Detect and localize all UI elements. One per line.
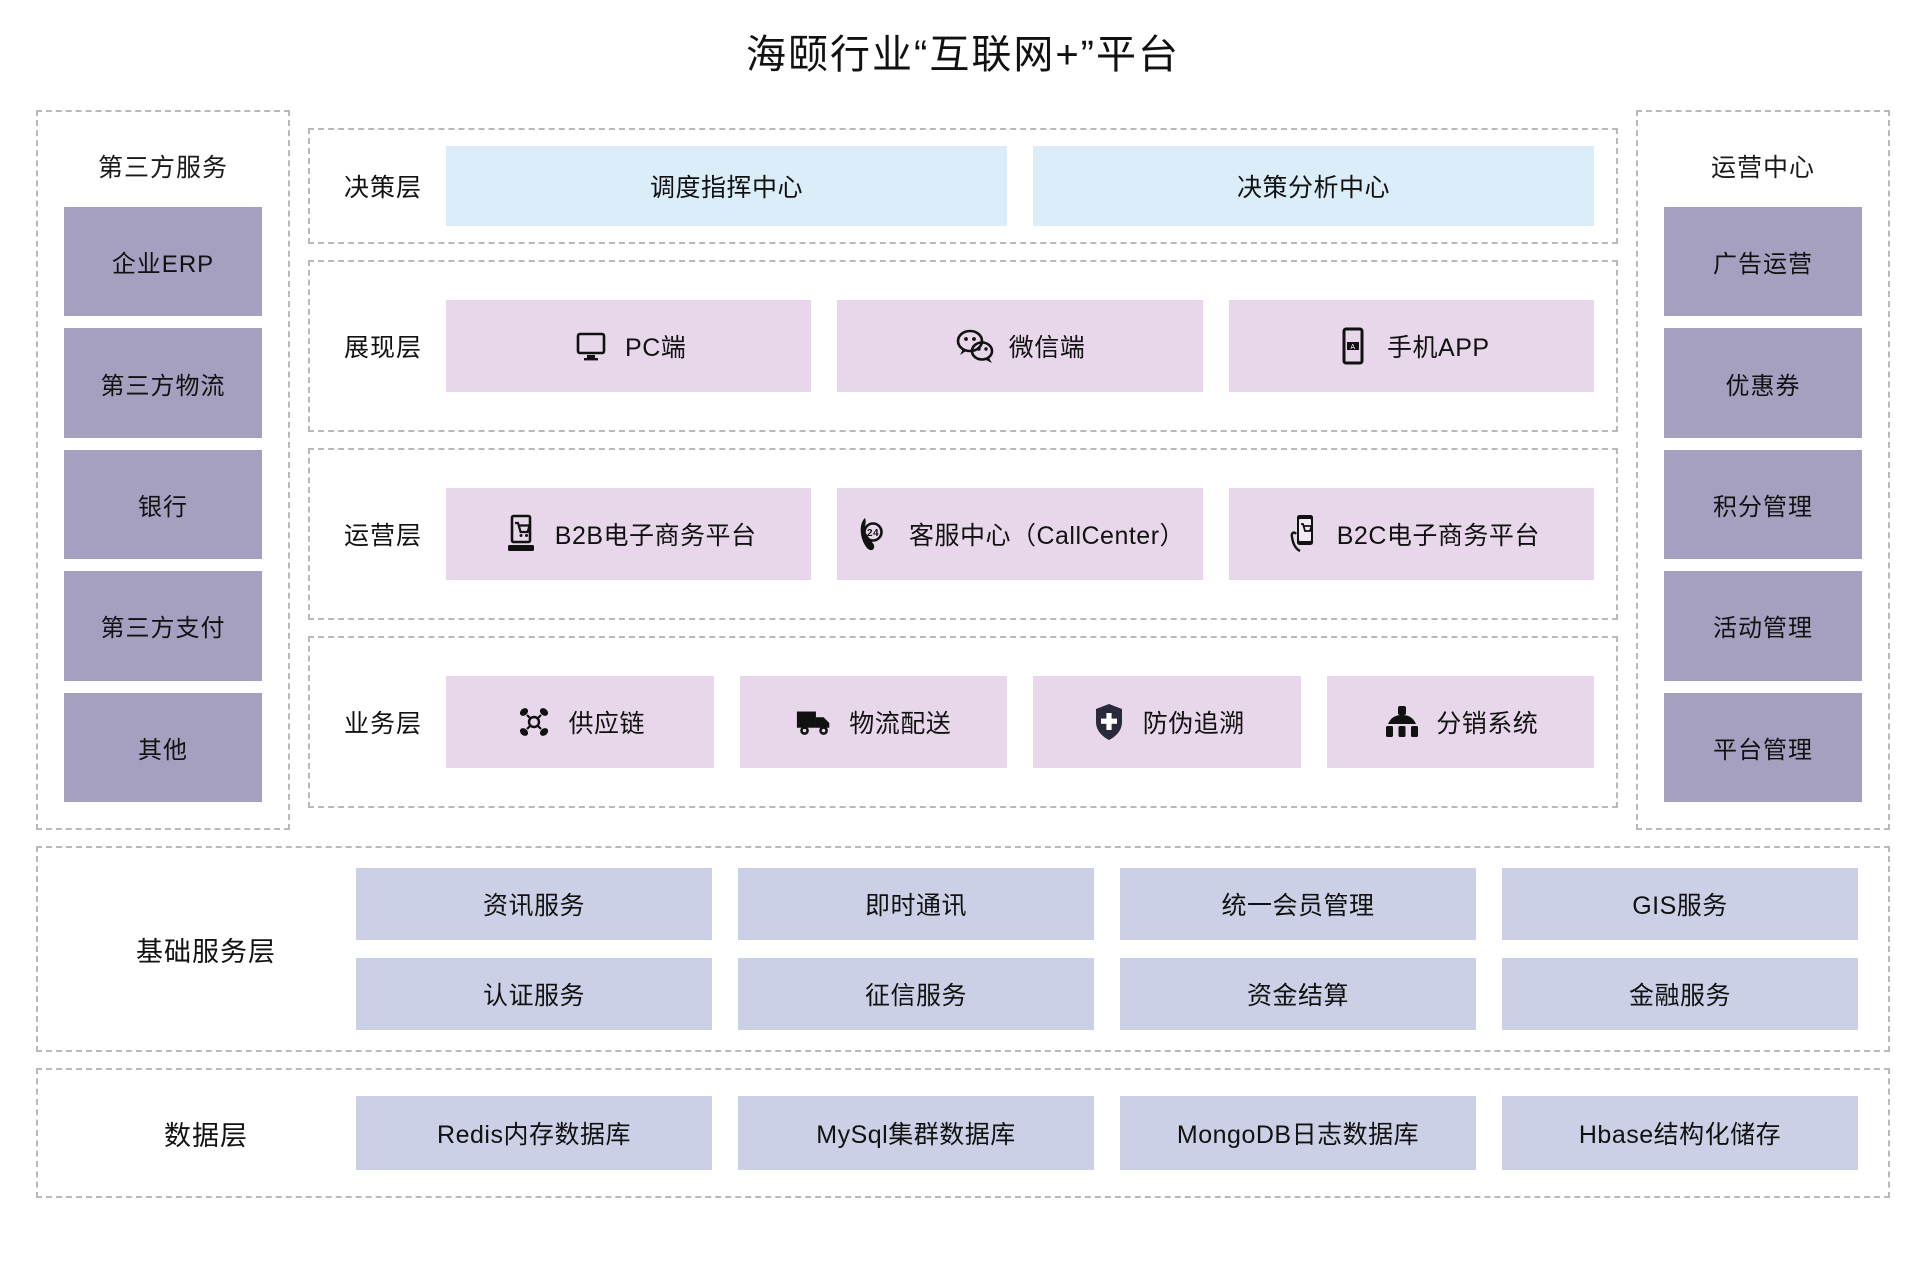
mobile-app-icon: A — [1333, 326, 1373, 366]
page-title: 海颐行业“互联网+”平台 — [746, 33, 1180, 77]
layer-data-label: 数据层 — [164, 1120, 248, 1151]
box-anti-counterfeit-trace[interactable]: 防伪追溯 — [1033, 676, 1301, 768]
third-party-item-logistics[interactable]: 第三方物流 — [64, 328, 262, 438]
operation-item-platform[interactable]: 平台管理 — [1664, 692, 1862, 803]
base-service-row-2: 认证服务 征信服务 资金结算 金融服务 — [356, 958, 1858, 1030]
box-pc-client[interactable]: PC端 — [446, 300, 812, 392]
top-region: 第三方服务 企业ERP 第三方物流 银行 第三方支付 其他 决策层 调度指挥中心 — [18, 110, 1908, 830]
box-label: 调度指挥中心 — [649, 174, 803, 202]
operation-item-campaign[interactable]: 活动管理 — [1664, 571, 1862, 681]
box-label: 分销系统 — [1436, 710, 1539, 738]
box-label: 决策分析中心 — [1236, 174, 1390, 202]
layer-data: 数据层 Redis内存数据库 MySql集群数据库 MongoDB日志数据库 H… — [36, 1068, 1890, 1198]
layer-operation-boxes: B2B电子商务平台 24 客服中心（CallCenter） — [446, 488, 1594, 580]
layer-decision: 决策层 调度指挥中心 决策分析中心 — [308, 128, 1618, 244]
operation-item-coupon[interactable]: 优惠券 — [1664, 328, 1862, 438]
third-party-item-erp[interactable]: 企业ERP — [64, 207, 262, 317]
supply-chain-icon — [514, 702, 554, 742]
box-logistics-delivery[interactable]: 物流配送 — [739, 676, 1007, 768]
layer-presentation-boxes: PC端 — [446, 300, 1594, 392]
base-service-grid: 资讯服务 即时通讯 统一会员管理 GIS服务 认证服务 征信服务 资金结算 金融… — [356, 868, 1858, 1030]
box-label: 防伪追溯 — [1142, 710, 1245, 738]
service-gis[interactable]: GIS服务 — [1502, 868, 1858, 940]
box-b2c-platform[interactable]: B2C电子商务平台 — [1228, 488, 1594, 580]
service-unified-member-management[interactable]: 统一会员管理 — [1120, 868, 1476, 940]
box-label: 手机APP — [1387, 334, 1490, 362]
box-supply-chain[interactable]: 供应链 — [446, 676, 714, 768]
box-label: B2C电子商务平台 — [1336, 522, 1540, 550]
third-party-service-panel: 第三方服务 企业ERP 第三方物流 银行 第三方支付 其他 — [36, 110, 290, 830]
layer-business: 业务层 — [308, 636, 1618, 808]
core-layers-column: 决策层 调度指挥中心 决策分析中心 展现层 — [308, 110, 1618, 830]
third-party-item-bank[interactable]: 银行 — [64, 449, 262, 560]
operation-item-points[interactable]: 积分管理 — [1664, 449, 1862, 560]
operation-center-title: 运营中心 — [1710, 154, 1815, 182]
box-label: 客服中心（CallCenter） — [908, 522, 1186, 550]
layer-business-label: 业务层 — [344, 710, 423, 738]
box-wechat-client[interactable]: 微信端 — [837, 300, 1203, 392]
third-party-service-title: 第三方服务 — [97, 154, 228, 182]
svg-text:24: 24 — [867, 528, 879, 539]
svg-text:A: A — [1350, 344, 1355, 351]
mobile-cart-icon — [1283, 514, 1323, 554]
box-label: 微信端 — [1008, 334, 1086, 362]
layer-decision-label: 决策层 — [344, 174, 423, 202]
service-news[interactable]: 资讯服务 — [356, 868, 712, 940]
layer-business-boxes: 供应链 物流配 — [446, 676, 1594, 768]
box-label: 物流配送 — [849, 710, 952, 738]
db-redis[interactable]: Redis内存数据库 — [356, 1096, 712, 1170]
operation-center-panel: 运营中心 广告运营 优惠券 积分管理 活动管理 平台管理 — [1636, 110, 1890, 830]
service-instant-messaging[interactable]: 即时通讯 — [738, 868, 1094, 940]
operation-center-items: 广告运营 优惠券 积分管理 活动管理 平台管理 — [1638, 207, 1888, 806]
box-mobile-app[interactable]: A 手机APP — [1228, 300, 1594, 392]
layer-base-service-label: 基础服务层 — [136, 936, 276, 967]
box-distribution-system[interactable]: 分销系统 — [1326, 676, 1594, 768]
box-call-center[interactable]: 24 客服中心（CallCenter） — [837, 488, 1203, 580]
layer-presentation-label: 展现层 — [344, 334, 423, 362]
service-authentication[interactable]: 认证服务 — [356, 958, 712, 1030]
third-party-item-payment[interactable]: 第三方支付 — [64, 571, 262, 681]
third-party-service-items: 企业ERP 第三方物流 银行 第三方支付 其他 — [38, 207, 288, 806]
box-dispatch-command-center[interactable]: 调度指挥中心 — [446, 146, 1007, 226]
box-decision-analysis-center[interactable]: 决策分析中心 — [1033, 146, 1594, 226]
db-mongodb[interactable]: MongoDB日志数据库 — [1120, 1096, 1476, 1170]
db-mysql[interactable]: MySql集群数据库 — [738, 1096, 1094, 1170]
phone-24h-icon: 24 — [855, 514, 895, 554]
db-hbase[interactable]: Hbase结构化储存 — [1502, 1096, 1858, 1170]
service-fund-settlement[interactable]: 资金结算 — [1120, 958, 1476, 1030]
desktop-cart-icon — [501, 514, 541, 554]
truck-icon — [795, 702, 835, 742]
third-party-item-other[interactable]: 其他 — [64, 692, 262, 803]
service-credit-reporting[interactable]: 征信服务 — [738, 958, 1094, 1030]
monitor-icon — [571, 326, 611, 366]
box-b2b-platform[interactable]: B2B电子商务平台 — [446, 488, 812, 580]
box-label: 供应链 — [568, 710, 645, 738]
layer-decision-boxes: 调度指挥中心 决策分析中心 — [446, 146, 1594, 226]
layer-base-service: 基础服务层 资讯服务 即时通讯 统一会员管理 GIS服务 认证服务 征信服务 资… — [36, 846, 1890, 1052]
layer-presentation: 展现层 PC端 — [308, 260, 1618, 432]
base-service-row-1: 资讯服务 即时通讯 统一会员管理 GIS服务 — [356, 868, 1858, 940]
distribution-icon — [1382, 702, 1422, 742]
layer-operation: 运营层 B2B电子商务平台 — [308, 448, 1618, 620]
architecture-diagram: 第三方服务 企业ERP 第三方物流 银行 第三方支付 其他 决策层 调度指挥中心 — [0, 110, 1926, 1198]
box-label: B2B电子商务平台 — [554, 522, 757, 550]
box-label: PC端 — [625, 334, 687, 362]
shield-icon — [1089, 702, 1129, 742]
operation-item-advertising[interactable]: 广告运营 — [1664, 207, 1862, 317]
data-layer-grid: Redis内存数据库 MySql集群数据库 MongoDB日志数据库 Hbase… — [356, 1096, 1858, 1170]
layer-operation-label: 运营层 — [344, 522, 423, 550]
service-financial[interactable]: 金融服务 — [1502, 958, 1858, 1030]
wechat-icon — [955, 326, 995, 366]
data-layer-row-1: Redis内存数据库 MySql集群数据库 MongoDB日志数据库 Hbase… — [356, 1096, 1858, 1170]
